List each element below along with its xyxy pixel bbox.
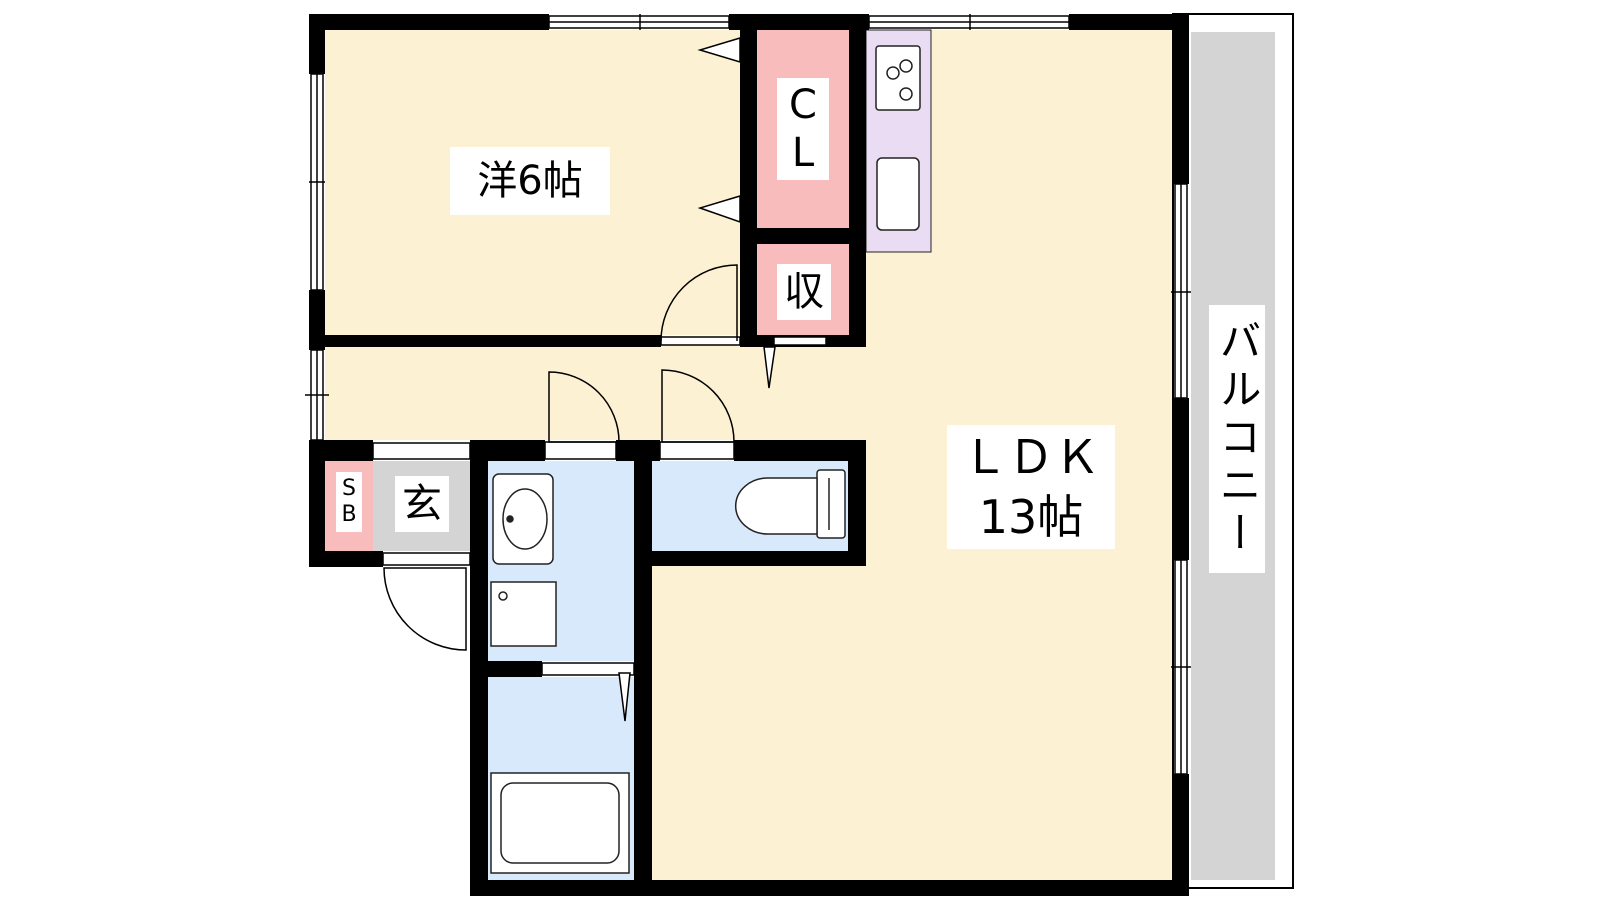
ldk-label-line2: 13帖 [978,490,1084,544]
western-room-label: 洋6帖 [450,147,610,215]
toilet-icon [734,469,846,539]
walls [309,14,1189,896]
ldk-label-line1: ＬＤＫ [962,430,1100,484]
ldk-floor [652,30,1173,880]
stove-icon [875,45,921,111]
shoe-box-label: S B [336,472,362,532]
windows [305,14,1191,775]
ldk-label: ＬＤＫ 13帖 [947,425,1115,549]
closet-label-line1: C [789,82,817,128]
doors [372,36,827,722]
shoe-box-label-line2: B [341,502,357,527]
closet-label: C L [777,78,829,180]
bathtub-icon [490,772,630,874]
closet-label-line2: L [791,130,815,176]
entrance-label: 玄 [395,476,449,532]
kitchen-sink-icon [876,157,920,231]
storage-label: 収 [777,264,831,320]
hallway-floor [325,345,850,440]
shoe-box-label-line1: S [342,476,356,501]
balcony-label: バルコニー [1209,305,1265,573]
washing-machine-icon [490,581,557,647]
washbasin-icon [492,473,554,565]
